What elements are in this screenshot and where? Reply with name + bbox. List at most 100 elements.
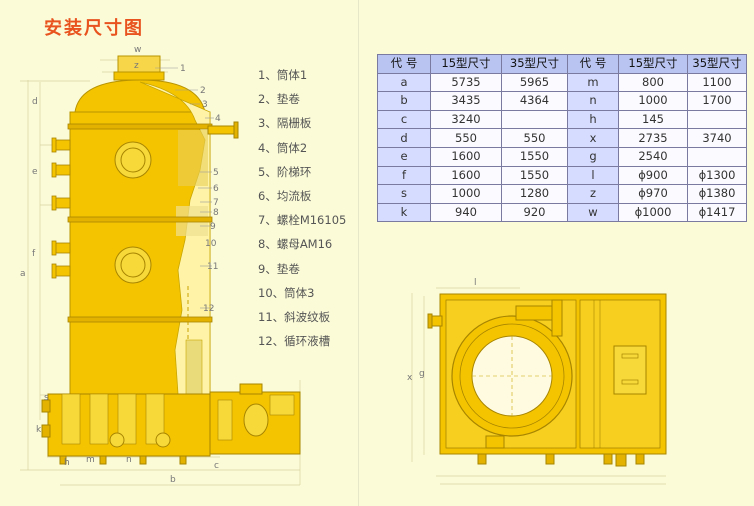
table-row: e 1600 1550 g 2540 <box>377 146 747 167</box>
table-header-cell: 代 号 <box>377 54 431 74</box>
table-cell: ϕ970 <box>618 184 688 204</box>
callout-4: 4 <box>215 114 221 124</box>
dim-s: s <box>44 393 49 403</box>
table-cell: 1100 <box>687 72 747 93</box>
parts-list-item: 6、均流板 <box>258 188 312 203</box>
callout-6: 6 <box>213 184 219 194</box>
table-header-row: 代 号 15型尺寸 35型尺寸 代 号 15型尺寸 35型尺寸 <box>377 54 747 74</box>
parts-list-item: 10、筒体3 <box>258 285 315 300</box>
table-row: c 3240 h 145 <box>377 109 747 130</box>
tower-elevation-drawing: 1 2 3 4 5 6 7 8 9 10 11 12 w z d e a f s… <box>20 45 301 486</box>
table-cell: 2540 <box>618 146 688 167</box>
table-cell <box>687 146 747 167</box>
dim-z: z <box>134 61 139 71</box>
callout-12: 12 <box>203 304 214 314</box>
dim-l: l <box>474 278 477 288</box>
table-header-cell: 35型尺寸 <box>501 54 568 74</box>
table-cell: n <box>567 91 619 111</box>
callout-7: 7 <box>213 198 219 208</box>
plan-dimension-letters: x g l <box>407 278 477 383</box>
table-cell: k <box>377 202 431 223</box>
table-cell: c <box>377 109 431 130</box>
dim-n: n <box>126 455 132 465</box>
page-title: 安装尺寸图 <box>44 18 144 39</box>
page-fold-line <box>358 0 359 506</box>
parts-list-item: 5、阶梯环 <box>258 164 312 179</box>
dim-m: m <box>86 455 95 465</box>
callout-8: 8 <box>213 208 219 218</box>
table-cell: 3740 <box>687 128 747 148</box>
table-cell: 550 <box>430 128 502 148</box>
dimension-letters: w z d e a f s k h m n c b <box>20 45 219 485</box>
table-cell: 2735 <box>618 128 688 148</box>
table-header-cell: 代 号 <box>567 54 619 74</box>
dim-g: g <box>419 369 425 379</box>
table-cell <box>687 109 747 130</box>
table-cell: 145 <box>618 109 688 130</box>
table-cell: 1600 <box>430 146 502 167</box>
parts-list-item: 2、垫卷 <box>258 92 300 107</box>
table-cell: 1550 <box>501 165 568 186</box>
table-cell: 1000 <box>618 91 688 111</box>
table-cell: ϕ900 <box>618 165 688 186</box>
dim-e: e <box>32 167 38 177</box>
table-cell: w <box>567 202 619 223</box>
parts-list-item: 7、螺栓M16105 <box>258 213 347 228</box>
table-row: s 1000 1280 z ϕ970 ϕ1380 <box>377 184 747 204</box>
parts-list-item: 3、隔栅板 <box>258 116 312 131</box>
table-cell <box>501 109 568 130</box>
table-cell: 800 <box>618 72 688 93</box>
table-cell: 3435 <box>430 91 502 111</box>
table-cell: b <box>377 91 431 111</box>
table-cell: 1000 <box>430 184 502 204</box>
table-cell: 1600 <box>430 165 502 186</box>
parts-list-item: 8、螺母AM16 <box>258 237 333 252</box>
dim-c: c <box>214 461 219 471</box>
table-row: f 1600 1550 l ϕ900 ϕ1300 <box>377 165 747 186</box>
dim-k: k <box>36 425 42 435</box>
parts-list-item: 4、筒体2 <box>258 140 308 155</box>
table-cell: 940 <box>430 202 502 223</box>
table-row: a 5735 5965 m 800 1100 <box>377 72 747 93</box>
callout-leaders <box>155 67 214 309</box>
dim-b: b <box>170 475 176 485</box>
dim-a: a <box>20 269 26 279</box>
callout-10: 10 <box>205 239 217 249</box>
table-cell: e <box>377 146 431 167</box>
table-cell: ϕ1300 <box>687 165 747 186</box>
table-cell: ϕ1417 <box>687 202 747 223</box>
table-cell: 4364 <box>501 91 568 111</box>
parts-list: 1、筒体1 2、垫卷 3、隔栅板 4、筒体2 5、阶梯环 6、均流板 7、螺栓M… <box>258 63 378 353</box>
table-cell: 1280 <box>501 184 568 204</box>
tower-body <box>41 55 301 465</box>
table-cell: 550 <box>501 128 568 148</box>
table-cell: ϕ1380 <box>687 184 747 204</box>
table-cell: ϕ1000 <box>618 202 688 223</box>
callout-1: 1 <box>180 64 186 74</box>
parts-list-item: 1、筒体1 <box>258 68 308 82</box>
table-cell: 1550 <box>501 146 568 167</box>
table-cell: 920 <box>501 202 568 223</box>
table-cell: 5735 <box>430 72 502 93</box>
plan-body <box>427 293 667 467</box>
callout-2: 2 <box>200 86 206 96</box>
table-cell: l <box>567 165 619 186</box>
table-header-cell: 15型尺寸 <box>618 54 688 74</box>
table-header-cell: 35型尺寸 <box>687 54 747 74</box>
table-row: b 3435 4364 n 1000 1700 <box>377 91 747 111</box>
dim-f: f <box>32 249 36 259</box>
parts-list-item: 12、循环液槽 <box>258 334 331 349</box>
table-cell: 3240 <box>430 109 502 130</box>
table-cell: x <box>567 128 619 148</box>
table-header-cell: 15型尺寸 <box>430 54 502 74</box>
dim-w: w <box>134 45 141 55</box>
dim-h: h <box>64 458 70 468</box>
dimension-table: 代 号 15型尺寸 35型尺寸 代 号 15型尺寸 35型尺寸 a 5735 5… <box>377 54 747 223</box>
table-cell: 5965 <box>501 72 568 93</box>
table-cell: h <box>567 109 619 130</box>
callout-3: 3 <box>202 100 208 110</box>
callout-5: 5 <box>213 168 219 178</box>
callout-9: 9 <box>210 222 216 232</box>
table-cell: d <box>377 128 431 148</box>
